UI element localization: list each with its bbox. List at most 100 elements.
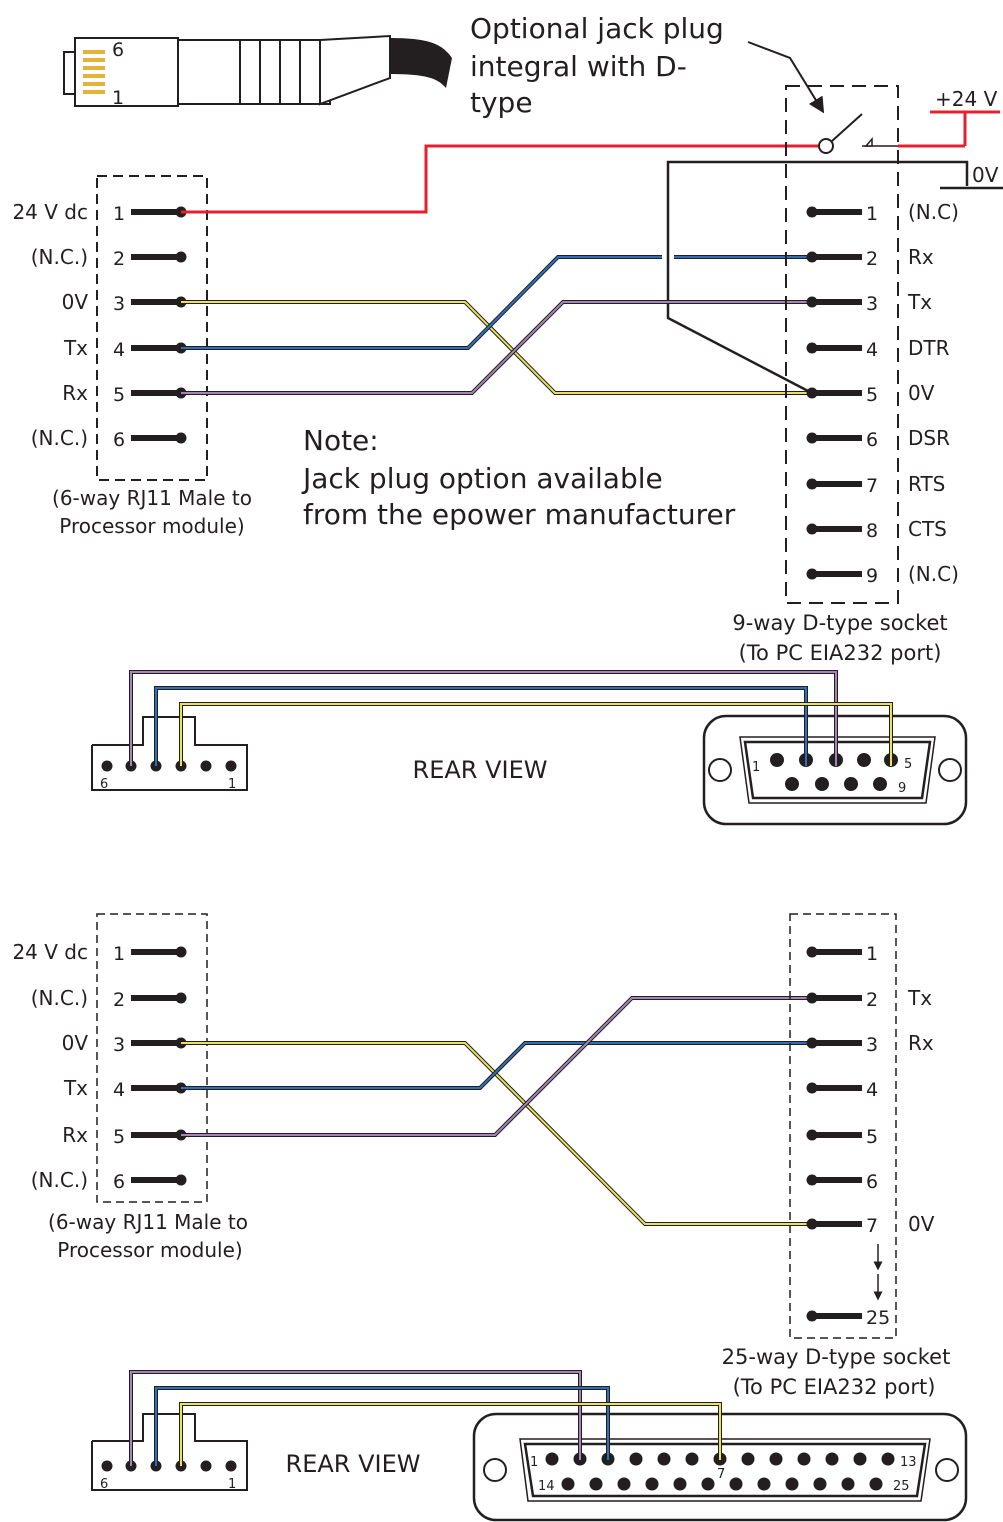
dtype-pin-number: 5 bbox=[866, 384, 878, 406]
dtype-pin-bar bbox=[812, 1040, 862, 1046]
dtype-signal-label: (N.C) bbox=[908, 200, 959, 224]
rj11-pin-bar bbox=[131, 995, 179, 1001]
d9-rear-pin-1: 1 bbox=[752, 760, 760, 775]
dtype-pin-bar bbox=[812, 254, 862, 260]
rj11-pin-number: 6 bbox=[113, 1171, 125, 1193]
lower-rj11-caption-1: (6-way RJ11 Male to bbox=[48, 1210, 248, 1234]
contact-dot bbox=[825, 1452, 839, 1466]
contact-dot bbox=[797, 1452, 811, 1466]
rj11-pin-number: 1 bbox=[113, 943, 125, 965]
contact-dot bbox=[757, 1477, 771, 1491]
contact-dot bbox=[673, 1477, 687, 1491]
upper-d9-box bbox=[785, 85, 899, 604]
dtype-signal-label: (N.C) bbox=[908, 562, 959, 586]
contact-dot bbox=[225, 1460, 237, 1472]
lower-rear-view-label: REAR VIEW bbox=[286, 1450, 421, 1478]
d25-screw-right-icon bbox=[935, 1458, 959, 1482]
dtype-signal-label: 0V bbox=[908, 381, 935, 405]
upper-d9-caption-2: (To PC EIA232 port) bbox=[739, 641, 942, 665]
dtype-pin-number: 2 bbox=[866, 989, 878, 1011]
lower-rj11-caption-2: Processor module) bbox=[57, 1238, 242, 1262]
rj11-plug-icon: 6 1 bbox=[63, 34, 452, 109]
contact-dot bbox=[785, 777, 799, 791]
dtype-pin-number: 9 bbox=[866, 565, 878, 587]
lower-rj11-box bbox=[96, 913, 208, 1203]
dtype-pin-number: 6 bbox=[866, 429, 878, 451]
dtype-pin-number: 5 bbox=[866, 1126, 878, 1148]
rj-rear-pin-6-lower: 6 bbox=[100, 1477, 108, 1492]
contact-dot bbox=[657, 1452, 671, 1466]
contact-dot bbox=[701, 1477, 715, 1491]
dtype-pin-bar bbox=[812, 1221, 862, 1227]
rj11-pin-bar bbox=[131, 435, 179, 441]
rj11-signal-label: Tx bbox=[63, 336, 88, 360]
dtype-pin-bar bbox=[812, 299, 862, 305]
rj11-pin-dot bbox=[175, 992, 187, 1004]
contact-dot bbox=[873, 777, 887, 791]
wire-blue bbox=[181, 256, 812, 349]
dtype-signal-label: Tx bbox=[907, 290, 932, 314]
contact-dot bbox=[844, 777, 858, 791]
contact-dot bbox=[101, 1460, 113, 1472]
note-line-1: Note: bbox=[303, 424, 379, 457]
dtype-pin-number: 1 bbox=[866, 943, 878, 965]
supply-rails: +24 V 0V bbox=[666, 87, 1003, 394]
note-line-2: Jack plug option available bbox=[301, 462, 663, 495]
contact-dot bbox=[200, 760, 212, 772]
rj-rear-pin-1: 1 bbox=[228, 777, 236, 792]
upper-rear-view-label: REAR VIEW bbox=[413, 756, 548, 784]
lower-d25-box bbox=[789, 913, 897, 1339]
rj11-pin-bar bbox=[131, 1085, 179, 1091]
jack-pin-bottom: 1 bbox=[112, 87, 124, 109]
dtype-pin-bar bbox=[812, 526, 862, 532]
switch-blade-icon bbox=[831, 113, 863, 142]
dtype-signal-label: DTR bbox=[908, 336, 950, 360]
contact-dot bbox=[857, 753, 871, 767]
rj-rear-pin-6: 6 bbox=[100, 777, 108, 792]
lower-d25-caption-2: (To PC EIA232 port) bbox=[733, 1375, 936, 1399]
rj11-pin-bar bbox=[131, 1132, 179, 1138]
dtype-signal-label: CTS bbox=[908, 517, 947, 541]
dtype-pin-number: 7 bbox=[866, 1215, 878, 1237]
d25-rear-pin-7: 7 bbox=[717, 1467, 725, 1482]
dtype-pin-bar bbox=[812, 1132, 862, 1138]
upper-rj11-caption-2: Processor module) bbox=[59, 514, 244, 538]
dtype-pin-number: 6 bbox=[866, 1171, 878, 1193]
contact-dot bbox=[813, 1477, 827, 1491]
rj11-signal-label: (N.C.) bbox=[31, 1168, 88, 1192]
rj11-pin-dot bbox=[175, 946, 187, 958]
dtype-pin-number: 3 bbox=[866, 293, 878, 315]
contact-dot bbox=[561, 1477, 575, 1491]
rj11-pin-number: 2 bbox=[113, 248, 125, 270]
rj11-signal-label: Rx bbox=[62, 1123, 88, 1147]
dtype-pin-number: 25 bbox=[866, 1307, 890, 1329]
rj11-pin-number: 2 bbox=[113, 989, 125, 1011]
d25-rear-pin-25: 25 bbox=[893, 1479, 910, 1494]
rj11-pin-bar bbox=[131, 209, 179, 215]
lower-d25-caption-1: 25-way D-type socket bbox=[722, 1345, 951, 1369]
rj11-pin-bar bbox=[131, 1177, 179, 1183]
rj11-pin-dot bbox=[175, 251, 187, 263]
d25-rear-pin-14: 14 bbox=[538, 1479, 555, 1494]
jack-pin-top: 6 bbox=[112, 39, 124, 61]
dtype-signal-label: RTS bbox=[908, 472, 945, 496]
rj11-signal-label: 24 V dc bbox=[12, 940, 88, 964]
rj11-rear-housing bbox=[91, 716, 248, 791]
contact-dot bbox=[225, 760, 237, 772]
upper-rear-view: 6 1 REAR VIEW 1 5 9 bbox=[91, 670, 968, 826]
dtype-pin-number: 2 bbox=[866, 248, 878, 270]
dtype-signal-label: 0V bbox=[908, 1212, 935, 1236]
note-block: Note: Jack plug option available from th… bbox=[301, 424, 736, 531]
contact-dot bbox=[769, 1452, 783, 1466]
dtype-pin-bar bbox=[812, 995, 862, 1001]
dtype-pin-bar bbox=[812, 949, 862, 955]
upper-rj11-caption-1: (6-way RJ11 Male to bbox=[52, 486, 252, 510]
upper-rj11-box bbox=[96, 175, 208, 481]
lower-rear-view: 6 1 REAR VIEW 1 13 7 14 25 bbox=[91, 1370, 968, 1522]
rj11-rear-housing-lower bbox=[91, 1413, 248, 1491]
lower-wire-blue bbox=[181, 1042, 812, 1089]
